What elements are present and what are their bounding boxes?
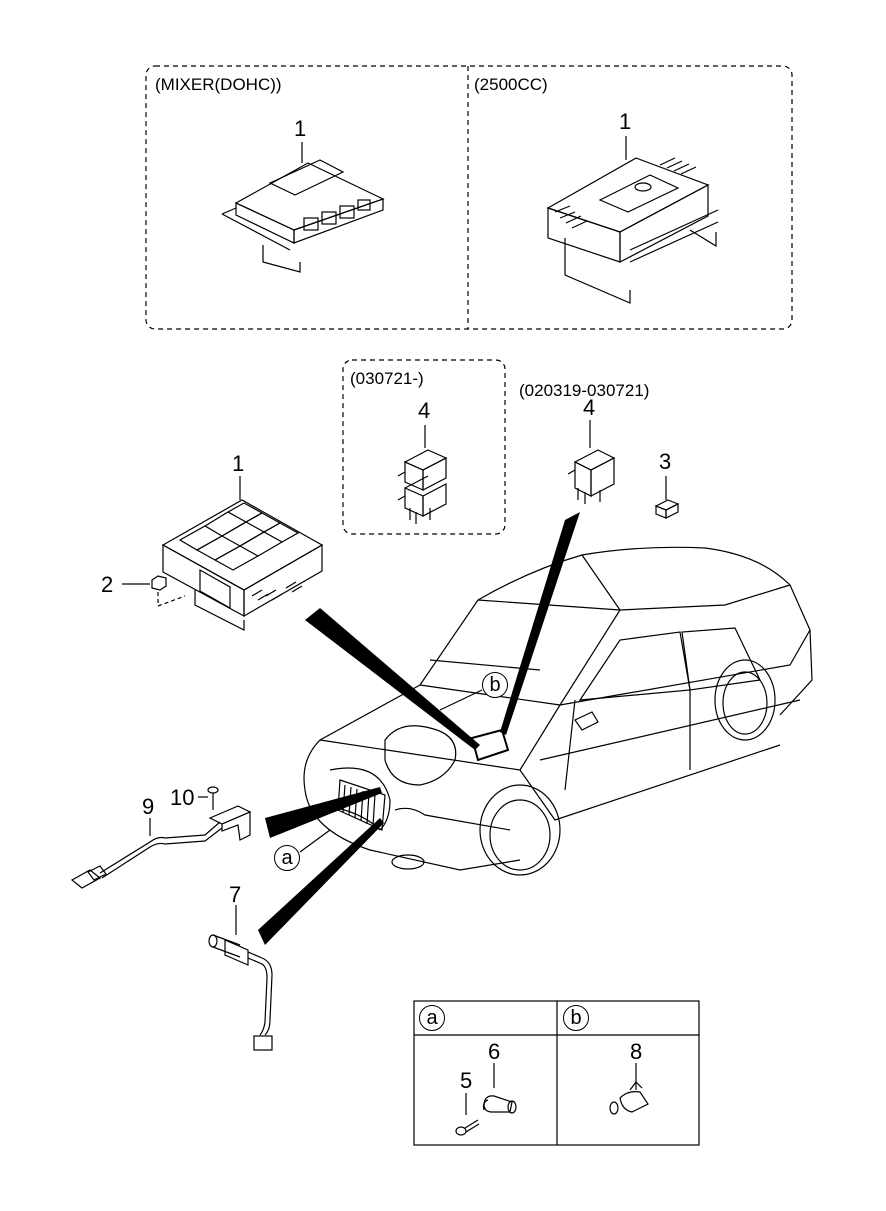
relay-variant-box xyxy=(342,359,506,535)
callout-relay-old: 4 xyxy=(583,395,596,420)
callout-ecu-2500: 1 xyxy=(619,109,632,134)
callout-relay-new: 4 xyxy=(418,398,431,423)
detail-a-drawing xyxy=(455,1063,517,1136)
panel-title-relay-range: (020319-030721) xyxy=(519,381,650,400)
table-header-b: b xyxy=(563,1005,589,1031)
panel-title-relay-new: (030721-) xyxy=(350,369,424,388)
marker-a-leader xyxy=(299,829,331,853)
part-2-drawing xyxy=(122,575,186,607)
location-arrows xyxy=(258,512,580,945)
part-10-drawing xyxy=(198,786,252,841)
table-header-a: a xyxy=(419,1005,445,1031)
panel-title-2500cc: (2500CC) xyxy=(474,75,548,94)
callout-ecu-main: 1 xyxy=(232,451,245,476)
panel-title-mixer-dohc: (MIXER(DOHC)) xyxy=(155,75,282,94)
detail-b-drawing xyxy=(609,1063,649,1115)
top-variant-box xyxy=(145,65,793,330)
relay-old-drawing xyxy=(567,420,616,504)
callout-sensor-6: 6 xyxy=(488,1039,501,1064)
callout-sensor-7: 7 xyxy=(229,882,242,907)
detail-table-frame xyxy=(413,1000,700,1146)
callout-ecu-mixer: 1 xyxy=(294,116,307,141)
location-marker-a: a xyxy=(274,845,300,871)
location-marker-b: b xyxy=(482,672,508,698)
callout-sensor-8: 8 xyxy=(630,1039,643,1064)
ecu-main-drawing xyxy=(161,476,324,631)
marker-b-leader xyxy=(439,689,483,711)
callout-bolt-10: 10 xyxy=(170,785,195,810)
callout-harness-9: 9 xyxy=(142,794,155,819)
callout-bolt-5: 5 xyxy=(460,1068,473,1093)
relay-new-drawing xyxy=(397,425,448,524)
part-3-drawing xyxy=(654,476,680,519)
ecu-2500cc-drawing xyxy=(546,136,719,304)
ecu-mixer-dohc-drawing xyxy=(221,142,385,273)
callout-nut: 2 xyxy=(101,572,114,597)
part-9-drawing xyxy=(70,818,223,889)
part-7-drawing xyxy=(208,905,273,1051)
callout-part-3: 3 xyxy=(659,449,672,474)
